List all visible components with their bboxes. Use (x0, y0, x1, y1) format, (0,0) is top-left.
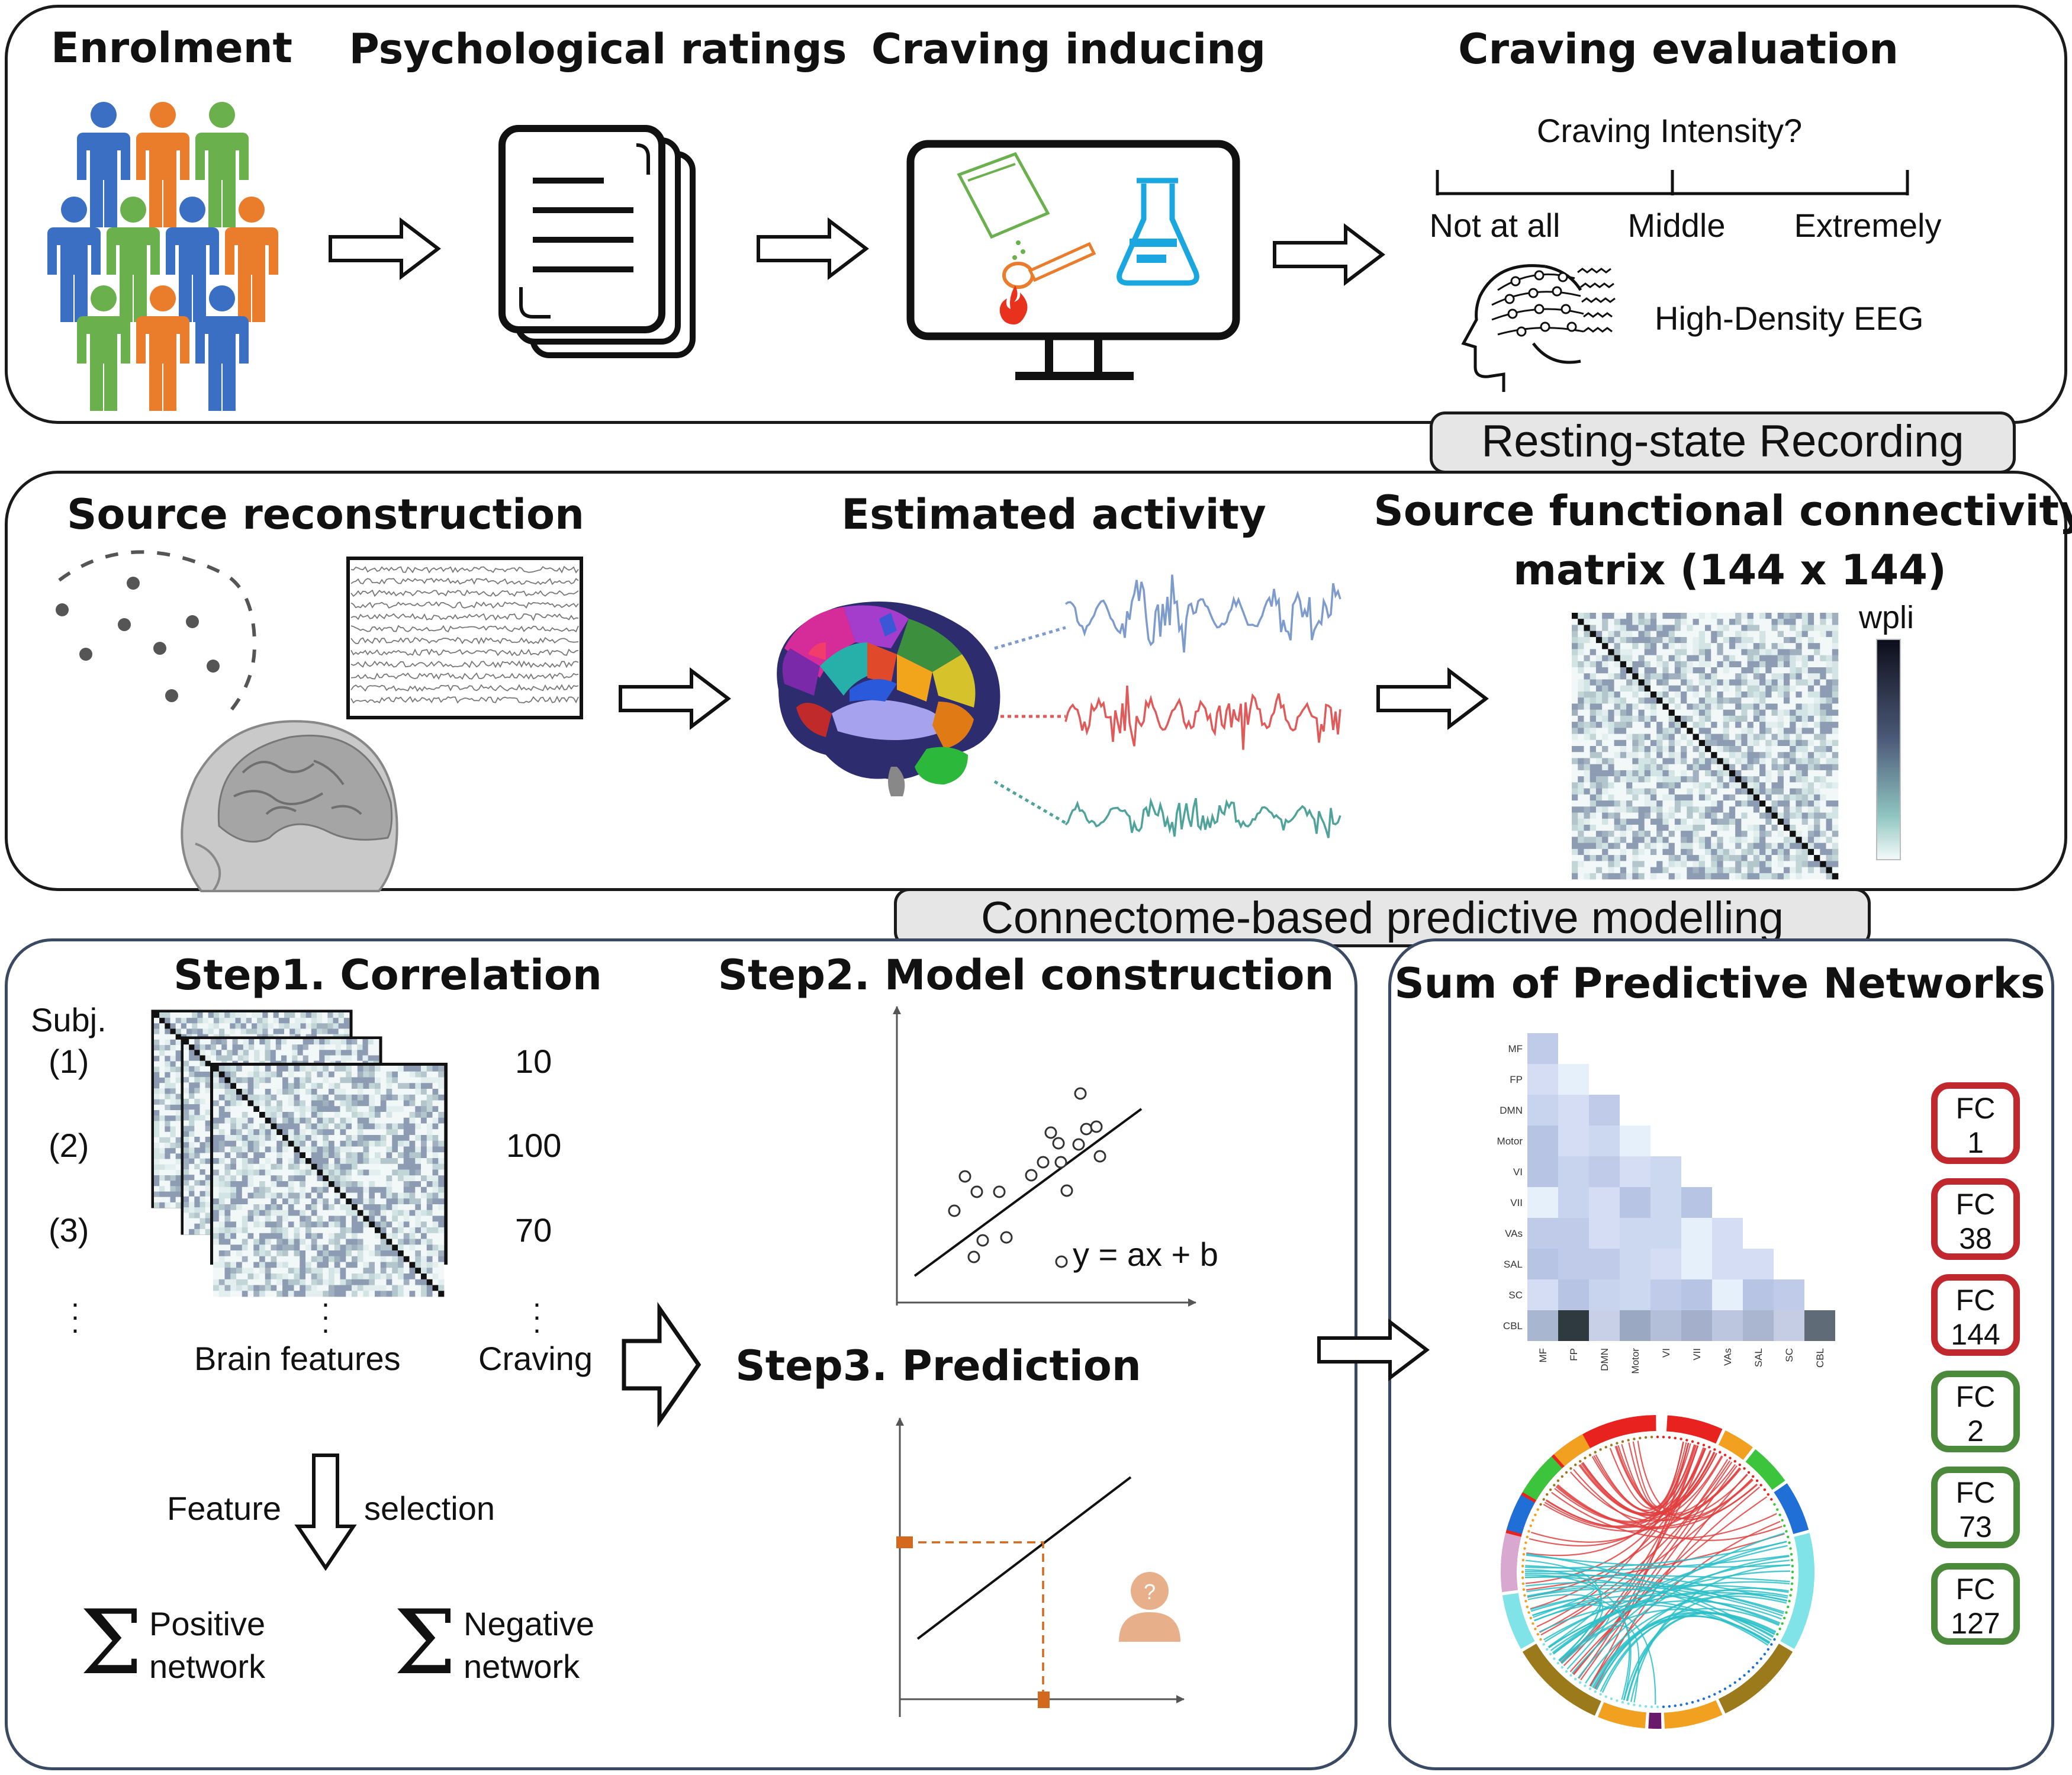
subject-1: (1) (49, 1043, 89, 1080)
fc-box-label: FC (1955, 1380, 1996, 1413)
fc-box-number: 38 (1959, 1222, 1992, 1255)
resting-state-recording-tag: Resting-state Recording (1430, 411, 2016, 474)
fc-box-number: 1 (1967, 1126, 1984, 1159)
arrow-right-icon (1317, 1318, 1430, 1382)
regression-equation: y = ax + b (1073, 1236, 1218, 1273)
craving-scale-line (1436, 170, 1909, 195)
step1-title: Step1. Correlation (173, 951, 602, 999)
step-title-craving-evaluation: Craving evaluation (1458, 25, 1899, 73)
title-source-reconstruction: Source reconstruction (67, 490, 584, 539)
scale-middle: Middle (1627, 207, 1726, 244)
ellipsis-features: ··· (320, 1287, 331, 1346)
arrow-right-big-icon (622, 1301, 702, 1428)
wpli-colorbar (1876, 639, 1901, 860)
craving-value-1: 10 (515, 1043, 552, 1080)
ellipsis-subjects: ··· (70, 1287, 81, 1346)
head-skull-icon (181, 720, 398, 892)
cpm-tag: Connectome-based predictive modelling (894, 888, 1871, 947)
fc-box-number: 2 (1967, 1414, 1984, 1448)
electrode-cap-icon (56, 550, 257, 712)
ellipsis-craving: ··· (532, 1287, 542, 1346)
feature-label: Feature (167, 1490, 281, 1527)
fc-box-number: 73 (1959, 1510, 1992, 1544)
arrow-right-icon (1376, 667, 1489, 731)
scale-extremely: Extremely (1794, 207, 1942, 244)
positive-network-label: network (149, 1648, 266, 1685)
negative-label: Negative (464, 1605, 595, 1642)
arrow-right-icon (757, 217, 869, 281)
fc-matrix-heatmap (1572, 613, 1839, 880)
fc-box-label: FC (1955, 1284, 1996, 1317)
monitor-icon (906, 140, 1240, 380)
subject-3: (3) (49, 1211, 89, 1249)
step-title-enrolment: Enrolment (51, 24, 292, 72)
negative-network-label: network (464, 1648, 580, 1685)
regression-scatter (893, 1006, 1196, 1307)
person-question-icon: ? (1119, 1572, 1180, 1642)
step-title-psychological-ratings: Psychological ratings (349, 25, 847, 73)
fc-box-label: FC (1955, 1573, 1996, 1606)
fire-icon (999, 285, 1028, 324)
brain-atlas-icon (777, 602, 1000, 796)
high-density-eeg-label: High-Density EEG (1655, 300, 1924, 337)
prediction-plot (896, 1417, 1185, 1717)
sigma-positive-icon: Σ (80, 1591, 143, 1694)
scale-not-at-all: Not at all (1429, 207, 1561, 244)
fc-box-label: FC (1955, 1092, 1996, 1125)
craving-intensity-question: Craving Intensity? (1536, 112, 1803, 149)
raw-eeg-traces (346, 557, 583, 719)
source-activity-traces (993, 574, 1341, 838)
sigma-negative-icon: Σ (394, 1591, 457, 1694)
positive-label: Positive (149, 1605, 266, 1642)
fc-box-number: 144 (1951, 1318, 2000, 1351)
title-estimated-activity: Estimated activity (841, 490, 1266, 539)
craving-value-2: 100 (506, 1127, 562, 1164)
arrow-right-icon (1273, 223, 1385, 287)
fc-box-number: 127 (1951, 1607, 2000, 1640)
selection-label: selection (364, 1490, 496, 1527)
documents-icon (498, 125, 696, 358)
fc-box-label: FC (1955, 1188, 1996, 1221)
stacked-fc-matrices (151, 1009, 448, 1297)
brain-features-label: Brain features (194, 1340, 401, 1377)
subj-label: Subj. (31, 1001, 107, 1038)
title-source-fc-line2: matrix (144 x 144) (1513, 546, 1946, 594)
people-group-icon (47, 102, 278, 411)
subject-2: (2) (49, 1127, 89, 1164)
chord-diagram (1501, 1415, 1814, 1729)
title-source-fc-line1: Source functional connectivity (1373, 487, 2072, 535)
fc-box-label: FC (1955, 1476, 1996, 1509)
arrow-right-icon (329, 217, 441, 281)
colorbar-label: wpli (1859, 600, 1915, 635)
step-title-craving-inducing: Craving inducing (871, 25, 1266, 73)
network-summary-heatmap: MFMFFPFPDMNDMNMotorMotorVIVIVIIVIIVAsVAs… (1497, 1033, 1835, 1374)
eeg-head-icon (1461, 264, 1616, 392)
craving-value-3: 70 (515, 1211, 552, 1249)
step2-title: Step2. Model construction (718, 951, 1334, 999)
arrow-right-icon (619, 667, 731, 731)
networks-title: Sum of Predictive Networks (1394, 959, 2045, 1008)
arrow-down-icon (294, 1454, 357, 1571)
craving-label: Craving (478, 1340, 593, 1377)
step3-title: Step3. Prediction (735, 1342, 1141, 1390)
